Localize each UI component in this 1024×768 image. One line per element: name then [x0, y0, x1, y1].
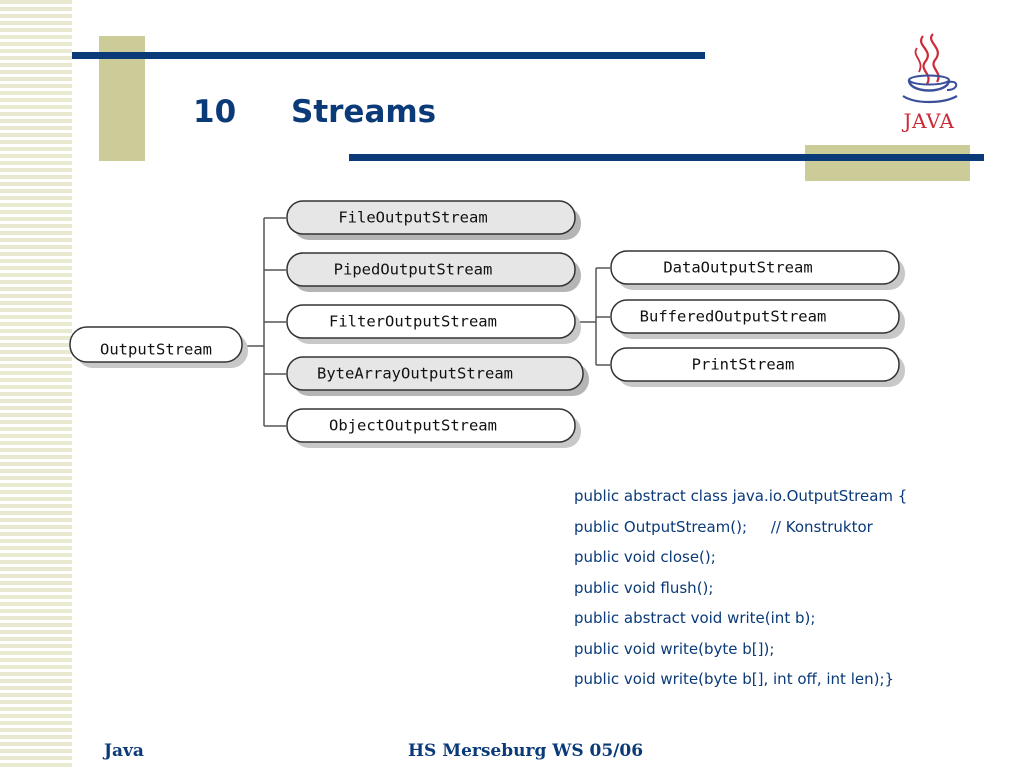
code-line: public void write(byte b[], int off, int… — [574, 670, 895, 688]
node-bufferedoutputstream: BufferedOutputStream — [610, 299, 905, 339]
node-label: BufferedOutputStream — [640, 308, 827, 326]
slide-title: 10 Streams — [193, 92, 436, 132]
java-logo-text: JAVA — [902, 109, 955, 133]
code-line: public abstract class java.io.OutputStre… — [574, 487, 908, 505]
left-stripe-decoration — [0, 0, 72, 768]
connector-lines — [244, 217, 610, 427]
node-filteroutputstream: FilterOutputStream — [286, 304, 581, 344]
node-objectoutputstream: ObjectOutputStream — [286, 408, 581, 448]
node-label: FileOutputStream — [338, 209, 487, 227]
node-label: OutputStream — [100, 341, 212, 359]
bottom-rule — [349, 154, 984, 161]
code-line: public abstract void write(int b); — [574, 609, 816, 627]
code-line: public void close(); — [574, 548, 716, 566]
node-dataoutputstream: DataOutputStream — [610, 250, 905, 290]
node-label: DataOutputStream — [663, 259, 812, 277]
node-label: ObjectOutputStream — [329, 417, 497, 435]
java-logo-icon: JAVA — [902, 33, 958, 133]
code-block: public abstract class java.io.OutputStre… — [574, 481, 1014, 695]
node-bytearrayoutputstream: ByteArrayOutputStream — [286, 356, 589, 396]
right-decor-square — [805, 145, 970, 181]
footer-course: Java — [104, 741, 144, 761]
top-rule — [72, 52, 705, 59]
node-fileoutputstream: FileOutputStream — [286, 200, 581, 240]
code-line: public OutputStream(); // Konstruktor — [574, 517, 873, 536]
class-hierarchy-diagram: OutputStream FileOutputStream PipedOutpu… — [69, 200, 905, 448]
code-line: public void flush(); — [574, 578, 714, 597]
node-label: PrintStream — [692, 356, 795, 374]
slide-number: 10 — [193, 94, 237, 130]
node-outputstream: OutputStream — [69, 326, 248, 368]
code-line: public void write(byte b[]); — [574, 639, 775, 658]
node-label: PipedOutputStream — [334, 261, 493, 279]
footer-institution: HS Merseburg WS 05/06 — [408, 741, 644, 761]
node-label: ByteArrayOutputStream — [317, 365, 513, 383]
node-printstream: PrintStream — [610, 347, 905, 387]
node-pipedoutputstream: PipedOutputStream — [286, 252, 581, 292]
node-label: FilterOutputStream — [329, 313, 497, 331]
slide-title-text: Streams — [291, 94, 437, 130]
